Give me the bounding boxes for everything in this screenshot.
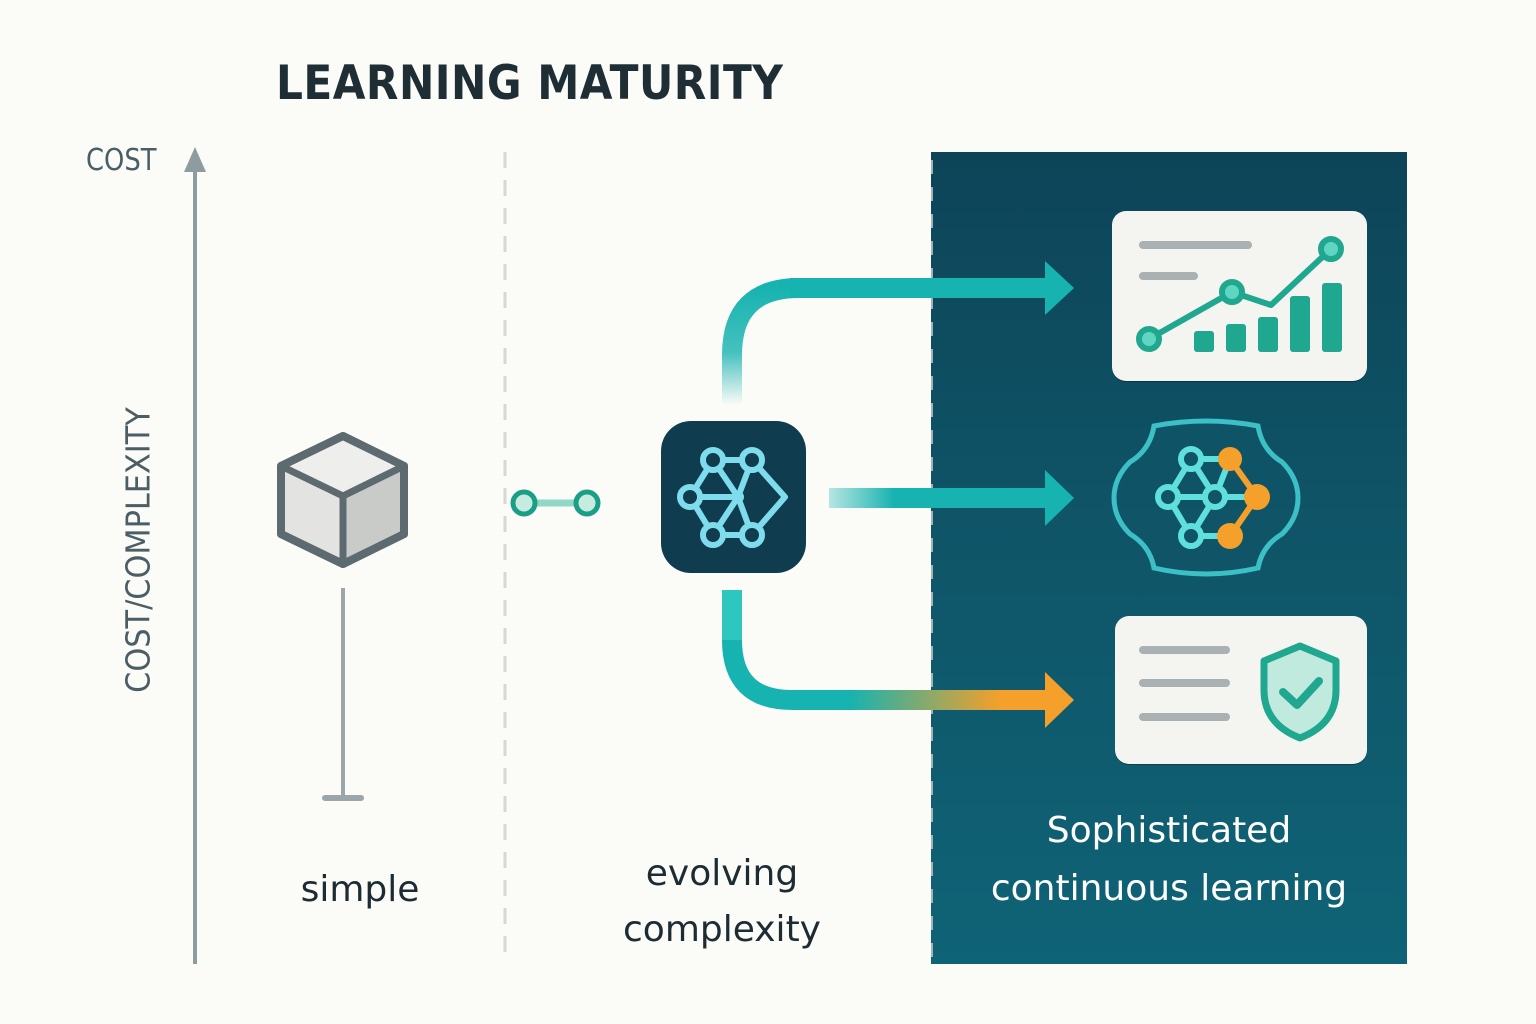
stage-label-simple: simple	[300, 869, 420, 910]
stage-label-sophisticated-line2: continuous learning	[990, 868, 1348, 909]
cube-icon	[277, 432, 408, 568]
stage-label-sophisticated: Sophisticated continuous learning	[931, 802, 1407, 918]
axis-arrowhead-icon	[184, 147, 206, 172]
arrow-to-analytics	[722, 261, 1074, 405]
shield-icon	[1260, 642, 1340, 742]
stage-label-evolving: evolving complexity	[572, 846, 872, 958]
arrow-to-adaptive-network	[829, 470, 1074, 526]
diagram-title: LEARNING MATURITY	[276, 56, 784, 111]
checkmark-icon	[1279, 677, 1323, 709]
stage-label-sophisticated-line1: Sophisticated	[1046, 810, 1292, 851]
arrow-to-verified	[722, 590, 1074, 728]
stage-label-evolving-line2: complexity	[623, 909, 821, 950]
baseline-stem	[322, 588, 364, 801]
stage-label-evolving-line1: evolving	[645, 853, 799, 894]
axis-top-label: COST	[86, 143, 157, 178]
